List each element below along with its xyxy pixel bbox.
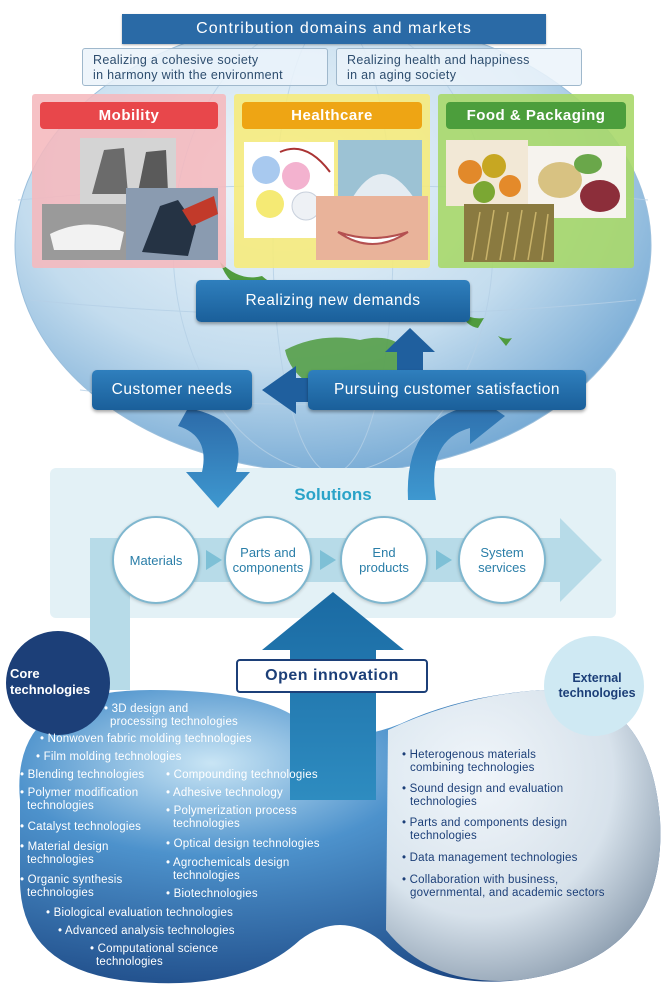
core-item: • Advanced analysis technologies bbox=[58, 925, 235, 937]
external-label-line: technologies bbox=[558, 686, 636, 700]
step-line: Materials bbox=[129, 552, 183, 568]
step-line: Parts and bbox=[240, 545, 296, 560]
core-item: • Agrochemicals design bbox=[166, 857, 290, 869]
market-label: Mobility bbox=[40, 102, 218, 129]
external-item: • Collaboration with business, bbox=[402, 874, 559, 886]
core-technologies-label: Core technologies bbox=[10, 666, 110, 698]
external-item: combining technologies bbox=[410, 762, 535, 774]
market-label: Food & Packaging bbox=[446, 102, 626, 129]
core-item: technologies bbox=[27, 800, 94, 812]
core-label-line: Core bbox=[10, 666, 40, 681]
external-item: governmental, and academic sectors bbox=[410, 887, 605, 899]
aim-health-happiness: Realizing health and happiness in an agi… bbox=[336, 48, 582, 86]
core-item: processing technologies bbox=[110, 716, 238, 728]
market-label: Healthcare bbox=[242, 102, 422, 129]
core-item: • Biotechnologies bbox=[166, 888, 258, 900]
core-item: technologies bbox=[173, 818, 240, 830]
step-materials: Materials bbox=[112, 516, 200, 604]
domains-markets-header: Contribution domains and markets bbox=[122, 14, 546, 44]
core-item: • Material design bbox=[20, 841, 109, 853]
core-item: • Biological evaluation technologies bbox=[46, 907, 234, 919]
core-item: technologies bbox=[27, 887, 94, 899]
step-line: products bbox=[359, 560, 409, 575]
aim-line: Realizing a cohesive society bbox=[93, 53, 259, 67]
aim-line: Realizing health and happiness bbox=[347, 53, 530, 67]
step-line: components bbox=[232, 560, 304, 575]
external-label-line: External bbox=[572, 671, 622, 685]
core-item: • Adhesive technology bbox=[166, 787, 283, 799]
solutions-title: Solutions bbox=[294, 485, 372, 504]
external-item: • Heterogenous materials bbox=[402, 749, 537, 761]
step-parts-components: Parts and components bbox=[224, 516, 312, 604]
core-item: • Polymer modification bbox=[20, 787, 139, 799]
step-system-services: System services bbox=[458, 516, 546, 604]
core-item: • Polymerization process bbox=[166, 805, 297, 817]
new-demands-box: Realizing new demands bbox=[196, 280, 470, 322]
external-item: technologies bbox=[410, 796, 477, 808]
core-item: • Catalyst technologies bbox=[20, 821, 142, 833]
core-item: • Nonwoven fabric molding technologies bbox=[40, 733, 252, 745]
core-item: • 3D design and bbox=[104, 703, 189, 715]
step-end-products: End products bbox=[340, 516, 428, 604]
core-item: • Computational science bbox=[90, 943, 219, 955]
core-item: • Organic synthesis bbox=[20, 874, 123, 886]
step-line: End bbox=[372, 545, 396, 560]
market-healthcare: Healthcare bbox=[234, 94, 430, 268]
aim-line: in harmony with the environment bbox=[93, 68, 283, 82]
external-item: • Sound design and evaluation bbox=[402, 783, 564, 795]
external-item: • Data management technologies bbox=[402, 852, 578, 864]
core-label-line: technologies bbox=[10, 682, 91, 697]
external-technologies-label: External technologies bbox=[548, 671, 646, 701]
external-item: technologies bbox=[410, 830, 477, 842]
step-line: services bbox=[478, 560, 526, 575]
external-item: • Parts and components design bbox=[402, 817, 568, 829]
customer-needs-box: Customer needs bbox=[92, 370, 252, 410]
open-innovation-label: Open innovation bbox=[236, 659, 428, 693]
core-item: technologies bbox=[173, 870, 240, 882]
core-item: • Optical design technologies bbox=[166, 838, 320, 850]
new-demands-label: Realizing new demands bbox=[245, 292, 421, 309]
core-item: technologies bbox=[27, 854, 94, 866]
core-item: • Compounding technologies bbox=[166, 769, 318, 781]
market-food-packaging: Food & Packaging bbox=[438, 94, 634, 268]
aim-line: in an aging society bbox=[347, 68, 457, 82]
customer-needs-label: Customer needs bbox=[111, 381, 233, 398]
step-line: System bbox=[480, 545, 524, 560]
customer-satisfaction-label: Pursuing customer satisfaction bbox=[333, 381, 561, 398]
header-title: Contribution domains and markets bbox=[196, 20, 472, 37]
open-innovation-text: Open innovation bbox=[265, 667, 399, 684]
customer-satisfaction-box: Pursuing customer satisfaction bbox=[308, 370, 586, 410]
market-mobility: Mobility bbox=[32, 94, 226, 268]
core-item: technologies bbox=[96, 956, 163, 968]
core-item: • Blending technologies bbox=[20, 769, 145, 781]
core-item: • Film molding technologies bbox=[36, 751, 182, 763]
aim-cohesive-society: Realizing a cohesive society in harmony … bbox=[82, 48, 328, 86]
